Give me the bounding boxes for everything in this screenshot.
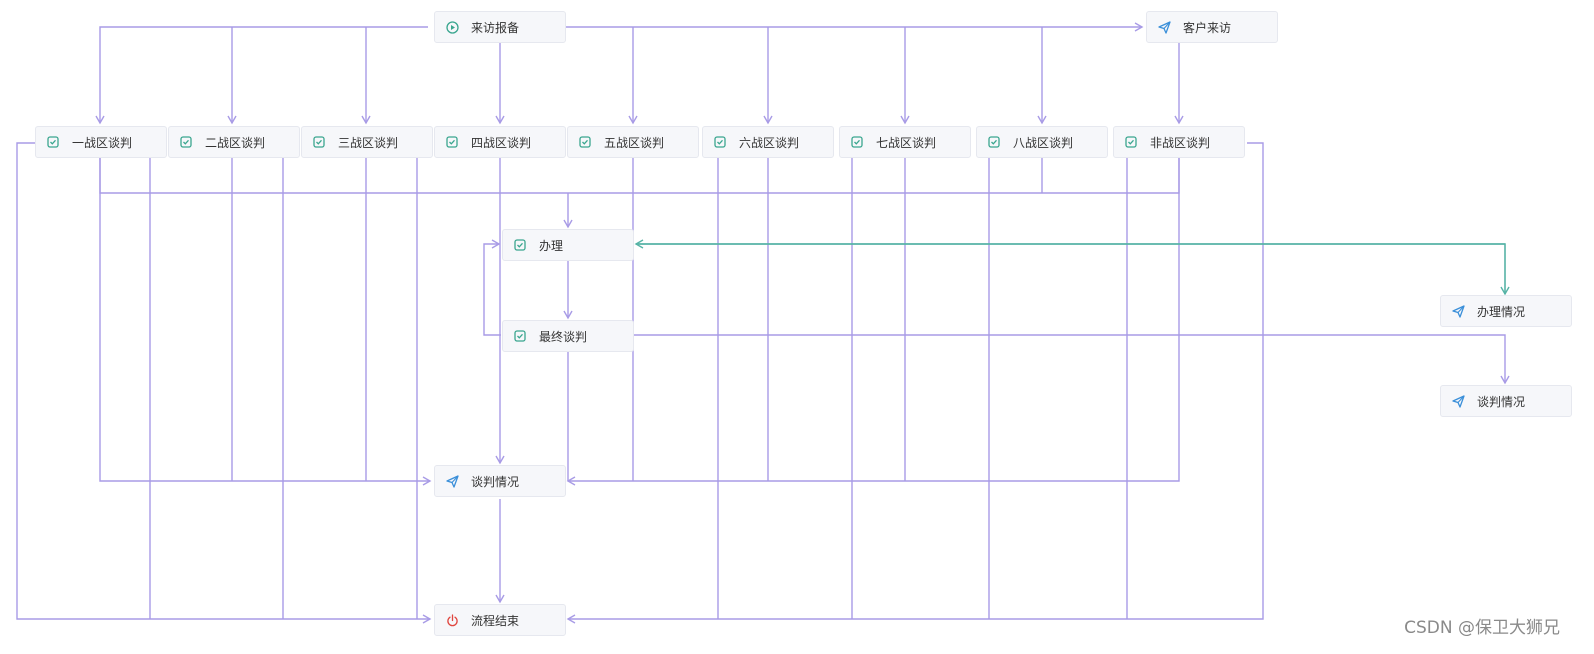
edge-zones-handle-bus (99, 156, 1180, 194)
play-circle-icon (445, 20, 459, 34)
edge-right-to-negstatus (566, 156, 1180, 486)
edge-left-to-negstatus (99, 156, 432, 486)
node-handle[interactable]: 办理 (502, 229, 634, 261)
watermark: CSDN @保卫大狮兄 (1404, 618, 1560, 638)
node-label: 五战区谈判 (604, 135, 665, 150)
node-label: 一战区谈判 (72, 135, 133, 150)
node-label: 二战区谈判 (205, 135, 266, 150)
node-label: 三战区谈判 (338, 135, 399, 150)
node-label: 最终谈判 (539, 329, 588, 344)
edge-final-handle-loop (483, 239, 501, 336)
node-label: 六战区谈判 (739, 135, 800, 150)
node-end[interactable]: 流程结束 (434, 604, 566, 636)
task-check-icon (513, 238, 527, 252)
node-label: 四战区谈判 (471, 135, 532, 150)
node-label: 谈判情况 (471, 474, 520, 489)
node-zone-1[interactable]: 一战区谈判 (35, 126, 167, 158)
node-zone-6[interactable]: 六战区谈判 (702, 126, 834, 158)
task-check-icon (578, 135, 592, 149)
node-label: 流程结束 (471, 613, 520, 628)
edge-left-end-loop (16, 142, 432, 624)
task-check-icon (850, 135, 864, 149)
send-icon (1451, 394, 1465, 408)
node-label: 办理 (539, 238, 564, 253)
send-icon (1451, 304, 1465, 318)
node-handle-status[interactable]: 办理情况 (1440, 295, 1572, 327)
edge-final-negstatus-right (633, 334, 1510, 385)
node-zone-8[interactable]: 八战区谈判 (976, 126, 1108, 158)
node-customer-visit[interactable]: 客户来访 (1146, 11, 1278, 43)
task-check-icon (179, 135, 193, 149)
task-check-icon (987, 135, 1001, 149)
send-icon (445, 474, 459, 488)
node-zone-2[interactable]: 二战区谈判 (168, 126, 300, 158)
task-check-icon (713, 135, 727, 149)
node-zone-7[interactable]: 七战区谈判 (839, 126, 971, 158)
edge-start-zone1 (95, 26, 428, 125)
edge-handle-status (636, 243, 1510, 296)
node-zone-5[interactable]: 五战区谈判 (567, 126, 699, 158)
task-check-icon (1124, 135, 1138, 149)
node-label: 客户来访 (1183, 20, 1232, 35)
node-label: 办理情况 (1477, 304, 1526, 319)
node-zone-4[interactable]: 四战区谈判 (434, 126, 566, 158)
node-negotiation-status-right[interactable]: 谈判情况 (1440, 385, 1572, 417)
send-icon (1157, 20, 1171, 34)
node-negotiation-status[interactable]: 谈判情况 (434, 465, 566, 497)
edge-right-end-loop (566, 142, 1264, 624)
node-label: 来访报备 (471, 20, 520, 35)
node-zone-3[interactable]: 三战区谈判 (301, 126, 433, 158)
node-final[interactable]: 最终谈判 (502, 320, 634, 352)
node-label: 谈判情况 (1477, 394, 1526, 409)
task-check-icon (46, 135, 60, 149)
node-zone-non[interactable]: 非战区谈判 (1113, 126, 1245, 158)
power-icon (445, 613, 459, 627)
node-label: 七战区谈判 (876, 135, 937, 150)
task-check-icon (312, 135, 326, 149)
task-check-icon (513, 329, 527, 343)
task-check-icon (445, 135, 459, 149)
node-label: 非战区谈判 (1150, 135, 1211, 150)
node-label: 八战区谈判 (1013, 135, 1074, 150)
node-start[interactable]: 来访报备 (434, 11, 566, 43)
